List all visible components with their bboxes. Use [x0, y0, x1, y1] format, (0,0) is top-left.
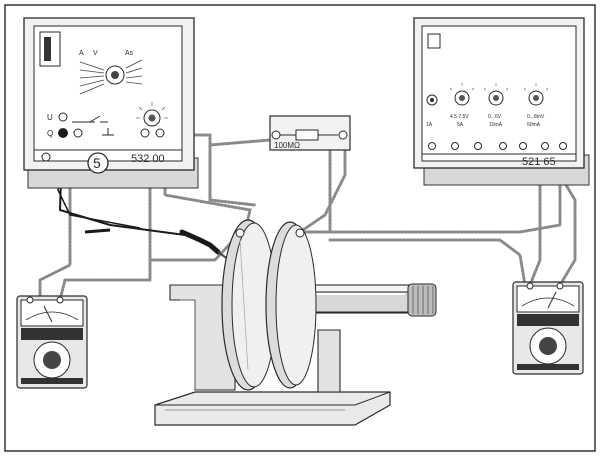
capacitor-plate-left [221, 219, 277, 391]
resistor-box: 100MΩ [269, 115, 351, 151]
callout-5: 5 [93, 155, 101, 171]
toggle-switch[interactable] [72, 115, 114, 136]
resistor-symbol [295, 129, 319, 141]
dc-voltage-label-3: 0...8mV [527, 114, 545, 120]
range-50ma: 50mA [527, 122, 541, 128]
socket-label-u: U [47, 113, 53, 122]
switch-label-v: V [93, 50, 98, 57]
dc-voltage-label-2: 0...6V [488, 114, 502, 120]
range-selector-knob[interactable] [105, 65, 125, 85]
cable-resistor-right [298, 130, 347, 234]
cable-lower-right [328, 238, 527, 287]
dc-power-supply: 4.5 7.5V 0...6V 0...8mV 1A 5A 10mA 50mA … [413, 17, 590, 186]
left-multimeter [16, 295, 88, 389]
switch-label-a: A [79, 50, 84, 57]
plate-capacitor-stand [154, 219, 437, 426]
dc-knob-2[interactable] [488, 90, 504, 106]
hv-power-supply: A V As U Q [23, 17, 199, 189]
right-multimeter [512, 281, 584, 375]
callout-5-circle [87, 152, 109, 174]
dc-knob-1[interactable] [454, 90, 470, 106]
socket-label-q: Q [47, 129, 53, 138]
socket-u[interactable] [58, 112, 68, 122]
switch-label-as: As [125, 50, 134, 57]
cable-right-meter [528, 173, 542, 287]
voltage-knob[interactable] [136, 102, 168, 127]
range-5a: 5A [457, 122, 464, 128]
diagram-border [4, 4, 596, 452]
socket-q[interactable] [58, 128, 68, 138]
cable-left-meter-2 [58, 138, 152, 302]
cable-disk-to-right [298, 173, 562, 234]
resistor-value: 100MΩ [274, 141, 300, 150]
adjustment-knob[interactable] [407, 283, 437, 317]
dc-voltage-label-1: 4.5 7.5V [450, 114, 469, 120]
dc-display-window [427, 33, 441, 49]
capacitor-plate-right [265, 221, 317, 389]
hv-supply-id: 532 00 [131, 153, 165, 165]
range-1a: 1A [426, 122, 433, 128]
range-10ma: 10mA [489, 122, 503, 128]
cable-resistor-left [208, 138, 272, 202]
cable-right-meter-2 [558, 173, 577, 287]
dc-knob-3[interactable] [528, 90, 544, 106]
dc-supply-id: 521 65 [522, 156, 556, 168]
